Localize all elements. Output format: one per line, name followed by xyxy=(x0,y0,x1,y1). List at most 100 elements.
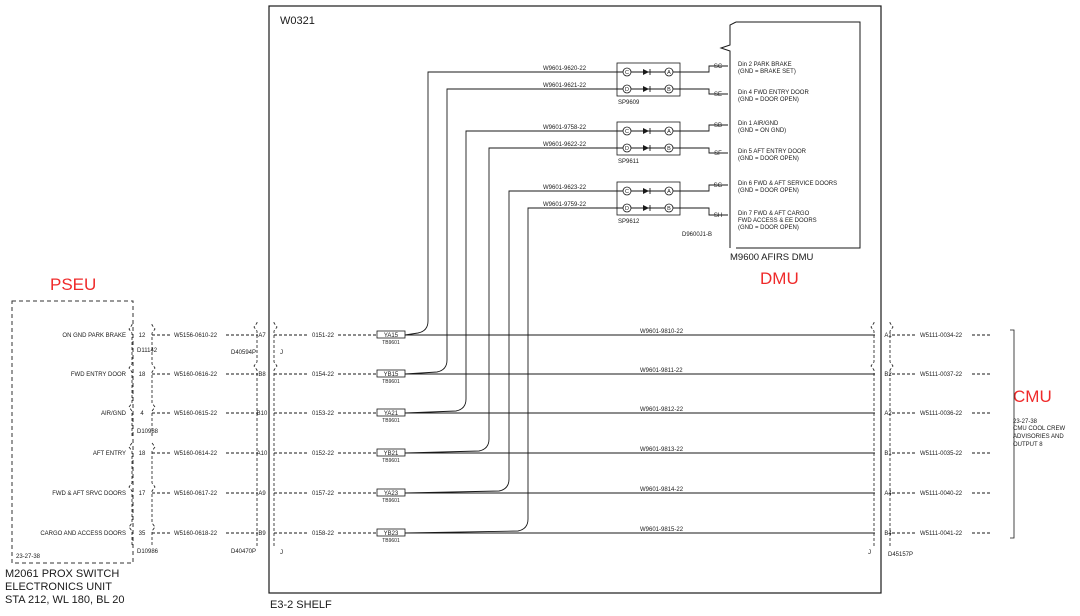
dmu-pin-id: SE xyxy=(714,92,722,98)
dmu-connector-id: D9600J1-B xyxy=(682,232,712,238)
route-wire-2 xyxy=(404,88,540,375)
shelf-wire-label: 0151-22 xyxy=(312,333,335,339)
splice-frame xyxy=(616,62,681,97)
route-wire-1 xyxy=(404,71,540,336)
cmu-wire-label: W5111-0040-22 xyxy=(920,491,963,497)
route-wire-6 xyxy=(404,207,540,534)
dmu-pin-desc-line: (GND = ON GND) xyxy=(738,128,786,134)
shelf-pin: B10 xyxy=(257,411,268,417)
dmu-pin-wire xyxy=(705,147,728,154)
terminal-pin: YB23 xyxy=(384,531,399,537)
pseu-wire-label: W5156-0610-22 xyxy=(174,333,218,339)
splice-terminal-letter: A xyxy=(667,70,671,76)
shelf-j-upper: J xyxy=(280,350,283,356)
main-wire-label: W9601-9814-22 xyxy=(640,487,684,493)
splice-terminal-letter: C xyxy=(625,129,629,135)
dmu-pin-desc-line: Din 5 AFT ENTRY DOOR xyxy=(738,149,807,155)
splice-terminal-letter: D xyxy=(625,206,629,212)
shelf-wire-label: 0158-22 xyxy=(312,531,335,537)
route-wire-4 xyxy=(404,147,540,454)
diode-icon xyxy=(643,188,649,194)
terminal-block-id: TB9601 xyxy=(382,340,400,346)
pseu-connector-upper-shell-right xyxy=(151,324,156,437)
splice-wire-label: W9601-9620-22 xyxy=(543,66,587,72)
terminal-block xyxy=(376,369,406,378)
dmu-pin-desc-line: (GND = DOOR OPEN) xyxy=(738,225,799,231)
pseu-heading: PSEU xyxy=(50,275,96,294)
shelf-connector-shell-right xyxy=(273,322,278,548)
terminal-block xyxy=(376,408,406,417)
pseu-signal-label: ON GND PARK BRAKE xyxy=(62,333,126,339)
shelf-pin: A9 xyxy=(258,491,266,497)
dmu-pin-id: SC xyxy=(714,64,723,70)
pseu-signal-label: AIR/GND xyxy=(101,411,127,417)
pseu-signal-label: FWD & AFT SRVC DOORS xyxy=(52,491,126,497)
dmu-pin-desc-line: (GND = DOOR OPEN) xyxy=(738,156,799,162)
shelf-connector-shell-left xyxy=(253,322,258,548)
cmu-heading: CMU xyxy=(1013,387,1052,406)
pseu-pin: 4 xyxy=(140,411,144,417)
shelf-wire-label: 0153-22 xyxy=(312,411,335,417)
pseu-connector-upper-shell-left xyxy=(128,324,133,437)
main-wire-label: W9601-9813-22 xyxy=(640,447,684,453)
pseu-connector-mid: D10988 xyxy=(137,429,159,435)
cmu-pin: A4 xyxy=(884,491,892,497)
terminal-block xyxy=(376,488,406,497)
cmu-pin: B2 xyxy=(884,372,892,378)
pseu-wire-label: W5160-0618-22 xyxy=(174,531,218,537)
dmu-pin-wire xyxy=(705,124,728,132)
pseu-pin: 12 xyxy=(139,333,146,339)
cmu-connector-shell-left xyxy=(870,322,875,548)
splice-terminal-letter: A xyxy=(667,189,671,195)
cmu-wire-label: W5111-0036-22 xyxy=(920,411,963,417)
pseu-pin: 17 xyxy=(139,491,146,497)
splice-terminal-letter: C xyxy=(625,189,629,195)
shelf-wire-label: 0157-22 xyxy=(312,491,335,497)
pseu-wire-label: W5160-0616-22 xyxy=(174,372,218,378)
cmu-desc-line-3: OUTPUT 8 xyxy=(1013,442,1043,448)
splice-wire-label: W9601-9759-22 xyxy=(543,202,587,208)
shelf-wire-label: 0154-22 xyxy=(312,372,335,378)
splice-terminal-letter: C xyxy=(625,70,629,76)
terminal-block-id: TB9601 xyxy=(382,379,400,385)
dmu-pin-id: SB xyxy=(714,123,722,129)
splice-id: SP9611 xyxy=(618,159,640,165)
terminal-block xyxy=(376,330,406,339)
main-wire-label: W9601-9812-22 xyxy=(640,407,684,413)
dmu-pin-desc-line: Din 7 FWD & AFT CARGO xyxy=(738,211,810,217)
splice-id: SP9609 xyxy=(618,100,640,106)
dmu-pin-desc-line: FWD ACCESS & EE DOORS xyxy=(738,218,817,224)
dmu-pin-desc-line: Din 6 FWD & AFT SERVICE DOORS xyxy=(738,181,837,187)
pseu-wire-label: W5160-0617-22 xyxy=(174,491,218,497)
shelf-pin: A7 xyxy=(258,333,266,339)
main-wire-label: W9601-9810-22 xyxy=(640,329,684,335)
shelf-pin: B8 xyxy=(258,372,266,378)
shelf-pin: B9 xyxy=(258,531,266,537)
cmu-desc-line-2: ADVISORIES AND xyxy=(1013,434,1064,440)
splice-terminal-letter: A xyxy=(667,129,671,135)
dmu-pin-desc-line: (GND = BRAKE SET) xyxy=(738,69,796,75)
connector-shells xyxy=(128,322,1015,548)
diode-icon xyxy=(643,205,649,211)
pseu-pin: 35 xyxy=(139,531,146,537)
splice-wire-label: W9601-9622-22 xyxy=(543,142,587,148)
splice-terminal-letter: B xyxy=(667,146,671,152)
cmu-ref: 23-27-38 xyxy=(1013,419,1038,425)
diode-icon xyxy=(643,128,649,134)
dmu-pin-desc-line: (GND = DOOR OPEN) xyxy=(738,188,799,194)
pseu-signal-label: AFT ENTRY xyxy=(93,451,126,457)
terminal-pin: YB15 xyxy=(384,372,399,378)
splice-wire-label: W9601-9623-22 xyxy=(543,185,587,191)
diode-icon xyxy=(643,86,649,92)
pseu-signal-label: FWD ENTRY DOOR xyxy=(71,372,127,378)
cmu-pin: A1 xyxy=(884,333,892,339)
